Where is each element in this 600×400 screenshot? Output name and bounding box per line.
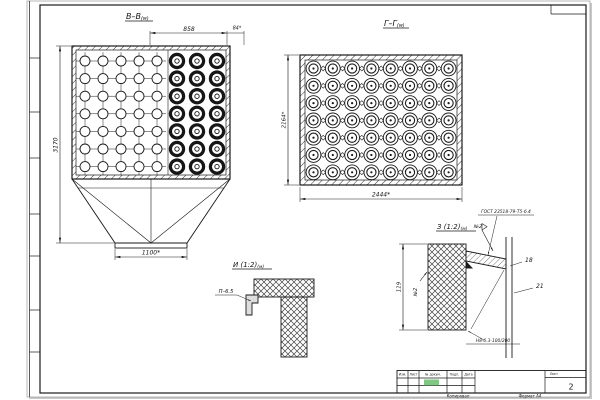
i-callout-value: П–6.5 (219, 289, 234, 295)
top-right-cell (550, 5, 586, 15)
gg-dim-bottom-value: 2444* (372, 192, 390, 199)
z-weld-note: Н8-б.3-100/200 (466, 330, 520, 345)
detail-i: И (1:2)(м) П–6.5 (215, 261, 315, 358)
vv-dim-left-value: 3170 (53, 137, 60, 152)
z-weld-fillet (466, 261, 473, 269)
z-weld-left-callout: №2 (413, 271, 428, 297)
view-gg: Г–Г(м) 2164* 2444* (282, 19, 463, 202)
z-dim-left: 119 (397, 243, 427, 331)
i-callout: П–6.5 (215, 289, 252, 302)
view-gg-title: Г–Г(м) (384, 19, 405, 29)
z-weld-left-value: №2 (413, 288, 419, 297)
gg-dim-left-value: 2164* (282, 111, 288, 128)
z-weld-top-callout: №2 (473, 222, 494, 252)
detail-i-title: И (1:2)(м) (233, 261, 264, 270)
detail-z: З (1:2)(м) ГОСТ 23518-79-Т5-б.4 №2 18 21… (397, 209, 544, 358)
tb-list-label: Лист (550, 372, 558, 376)
z-gost-note-value: ГОСТ 23518-79-Т5-б.4 (481, 209, 531, 215)
vv-dim-left: 3170 (53, 45, 114, 244)
vv-dim-bottom: 1100* (114, 249, 188, 260)
z-gost-note: ГОСТ 23518-79-Т5-б.4 (478, 209, 534, 256)
vv-hopper-rib-left (71, 178, 152, 244)
title-block: Изм. Лист № докум. Подп. Дата Лист 2 Коп… (396, 370, 587, 398)
tb-header-podp: Подп. (450, 373, 460, 377)
tb-header-izm: Изм. (399, 373, 407, 377)
tb-signature-stamp (424, 379, 439, 386)
gg-dim-bottom: 2444* (299, 187, 463, 202)
vv-hopper-flange (114, 242, 188, 249)
tb-header-data: Дата (464, 373, 472, 377)
z-dim-left-value: 119 (397, 281, 403, 292)
z-plate (465, 250, 507, 270)
vv-dim-top-right-value: 84* (233, 26, 242, 32)
vv-hopper-rib-right (150, 178, 231, 244)
frame-border (39, 4, 587, 394)
z-gusset-edge (470, 269, 505, 330)
i-vertical-slab (280, 296, 308, 358)
tb-sheet-number: 2 (568, 383, 573, 392)
view-vv-title: В–В(м) (126, 12, 149, 22)
detail-z-title: З (1:2)(м) (437, 223, 468, 232)
z-insulation-block (427, 243, 467, 331)
gg-dim-left: 2164* (282, 54, 299, 186)
footer-format-label: Формат А4 (519, 393, 542, 398)
z-pos-21: 21 (513, 283, 544, 294)
vv-dim-top: 858 84* (149, 26, 245, 45)
margin-strip-cells (29, 57, 40, 353)
title-block-border (396, 370, 587, 394)
view-vv: В–В(м) 858 84* 3170 (53, 12, 245, 260)
vv-big-tube-grid (168, 52, 226, 176)
vv-dim-top-value: 858 (183, 26, 195, 33)
z-pos-18: 18 (509, 257, 533, 267)
title-block-gridlines (397, 370, 586, 393)
z-pos-21-value: 21 (536, 283, 544, 290)
z-weld-note-value: Н8-б.3-100/200 (476, 338, 511, 344)
tb-header-list: Лист (409, 373, 417, 377)
z-weld-top-value: №2 (473, 224, 482, 230)
tb-header-dokum: № докум. (425, 373, 441, 377)
vv-dim-bottom-value: 1100* (142, 250, 160, 257)
i-top-slab (253, 278, 315, 298)
z-pos-18-value: 18 (525, 257, 533, 264)
footer-copied-label: Копировал (447, 393, 470, 398)
